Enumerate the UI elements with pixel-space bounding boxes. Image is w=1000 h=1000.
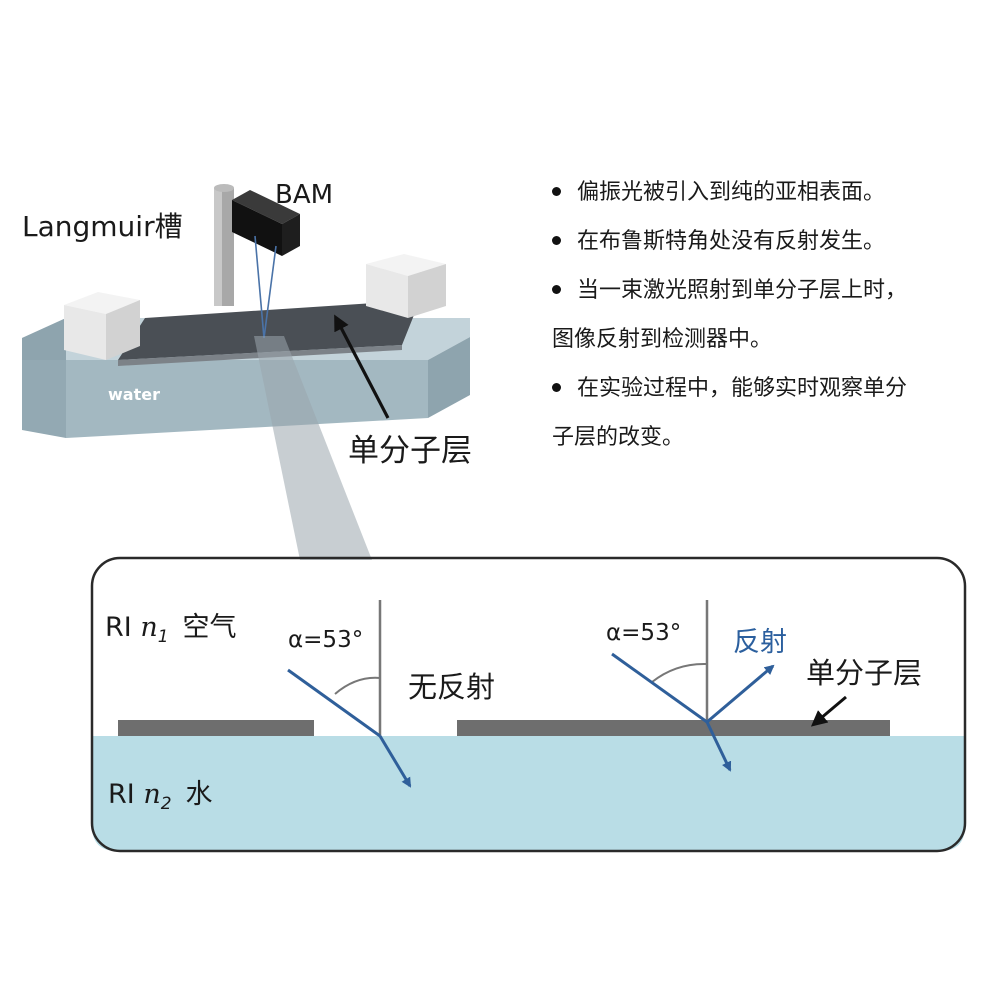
right-barrier <box>366 254 446 318</box>
bullet-continuation: 子层的改变。 <box>552 425 685 450</box>
bullet-dot-icon <box>552 186 561 196</box>
bullet-dot-icon <box>552 382 561 392</box>
bam-stand <box>214 184 234 306</box>
bullet-item: 偏振光被引入到纯的亚相表面。 <box>552 168 907 217</box>
water-label: water <box>108 385 160 404</box>
bullet-item: 在实验过程中，能够实时观察单分 <box>552 364 907 413</box>
right-monolayer-strip <box>457 720 890 736</box>
left-barrier <box>64 292 140 360</box>
bullet-continuation: 图像反射到检测器中。 <box>552 327 773 352</box>
monolayer-label-top: 单分子层 <box>348 433 472 469</box>
left-incident-beam <box>287 668 381 738</box>
bullet-dot-icon <box>552 235 561 245</box>
langmuir-trough-label: Langmuir槽 <box>22 210 183 243</box>
detail-panel <box>90 556 967 853</box>
left-angle-label: α=53° <box>288 627 364 653</box>
bam-label: BAM <box>275 180 334 210</box>
monolayer-detail-arrow <box>810 695 847 727</box>
laser-beams <box>254 235 277 339</box>
bam-camera-icon <box>232 190 300 256</box>
bullet-dot-icon <box>552 284 561 294</box>
right-angle-arc <box>651 662 708 683</box>
bullet-item: 在布鲁斯特角处没有反射发生。 <box>552 217 907 266</box>
reflection-label: 反射 <box>733 627 787 658</box>
bullet-item: 当一束激光照射到单分子层上时， <box>552 266 907 315</box>
monolayer-pointer-arrow <box>334 314 390 419</box>
left-angle-arc <box>334 676 381 695</box>
zoom-wedge <box>254 336 372 560</box>
monolayer-label-detail: 单分子层 <box>806 656 923 690</box>
left-refracted-beam <box>378 735 412 788</box>
right-refracted-beam <box>705 721 732 772</box>
bullet-list: 偏振光被引入到纯的亚相表面。 在布鲁斯特角处没有反射发生。 当一束激光照射到单分… <box>552 168 907 462</box>
left-monolayer-strip <box>118 720 314 736</box>
no-reflection-label: 无反射 <box>408 670 496 704</box>
right-angle-label: α=53° <box>606 620 682 646</box>
right-incident-beam <box>611 652 708 724</box>
right-reflected-beam <box>706 664 775 724</box>
